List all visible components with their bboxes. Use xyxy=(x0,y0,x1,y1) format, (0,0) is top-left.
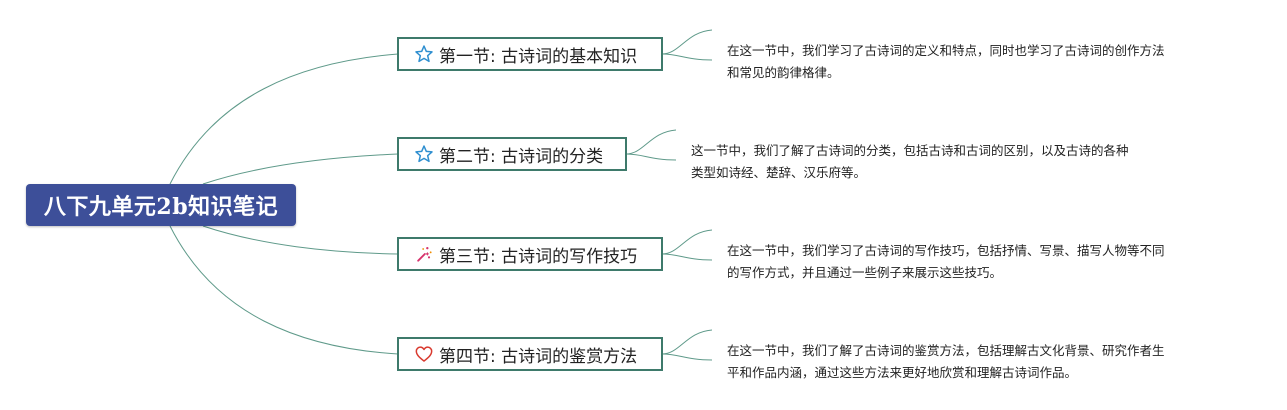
connector-root-section-3 xyxy=(202,225,399,255)
section-4-detail-line: 在这一节中，我们了解了古诗词的鉴赏方法，包括理解古文化背景、研究作者生 xyxy=(727,343,1165,358)
section-2-title: 第二节: 古诗词的分类 xyxy=(439,146,604,167)
connector-section-2-brace xyxy=(625,129,677,161)
section-4-detail-line: 平和作品内涵，通过这些方法来更好地欣赏和理解古诗词作品。 xyxy=(727,365,1078,380)
section-1-detail-line: 在这一节中，我们学习了古诗词的定义和特点，同时也学习了古诗词的创作方法 xyxy=(727,43,1165,58)
section-4-title: 第四节: 古诗词的鉴赏方法 xyxy=(439,346,638,367)
section-4-detail: 在这一节中，我们了解了古诗词的鉴赏方法，包括理解古文化背景、研究作者生 平和作品… xyxy=(727,340,1165,384)
section-2-detail-line: 类型如诗经、楚辞、汉乐府等。 xyxy=(691,165,867,180)
section-4-node[interactable]: 第四节: 古诗词的鉴赏方法 xyxy=(397,337,663,371)
section-1-detail-line: 和常见的韵律格律。 xyxy=(727,65,840,80)
section-1-title: 第一节: 古诗词的基本知识 xyxy=(439,46,638,67)
section-3-detail-line: 的写作方式，并且通过一些例子来展示这些技巧。 xyxy=(727,265,1003,280)
section-3-detail-line: 在这一节中，我们学习了古诗词的写作技巧，包括抒情、写景、描写人物等不同 xyxy=(727,243,1165,258)
section-3-detail: 在这一节中，我们学习了古诗词的写作技巧，包括抒情、写景、描写人物等不同 的写作方… xyxy=(727,240,1165,284)
section-1-node[interactable]: 第一节: 古诗词的基本知识 xyxy=(397,37,663,71)
star-outline-icon xyxy=(413,43,435,65)
magic-wand-icon xyxy=(413,243,435,265)
connector-section-4-brace xyxy=(661,329,713,361)
connector-root-section-4 xyxy=(169,225,399,355)
connector-root-section-1 xyxy=(169,53,399,185)
section-3-title: 第三节: 古诗词的写作技巧 xyxy=(439,246,638,267)
section-3-node[interactable]: 第三节: 古诗词的写作技巧 xyxy=(397,237,663,271)
root-topic[interactable]: 八下九单元2b知识笔记 xyxy=(26,184,296,226)
section-2-node[interactable]: 第二节: 古诗词的分类 xyxy=(397,137,627,171)
heart-outline-icon xyxy=(413,343,435,365)
star-outline-icon xyxy=(413,143,435,165)
section-2-detail: 这一节中，我们了解了古诗词的分类，包括古诗和古词的区别，以及古诗的各种 类型如诗… xyxy=(691,140,1129,184)
section-2-detail-line: 这一节中，我们了解了古诗词的分类，包括古诗和古词的区别，以及古诗的各种 xyxy=(691,143,1129,158)
connector-section-3-brace xyxy=(661,229,713,261)
section-1-detail: 在这一节中，我们学习了古诗词的定义和特点，同时也学习了古诗词的创作方法 和常见的… xyxy=(727,40,1165,84)
root-topic-label: 八下九单元2b知识笔记 xyxy=(43,194,279,220)
connector-section-1-brace xyxy=(661,29,713,61)
connector-root-section-2 xyxy=(202,153,399,185)
